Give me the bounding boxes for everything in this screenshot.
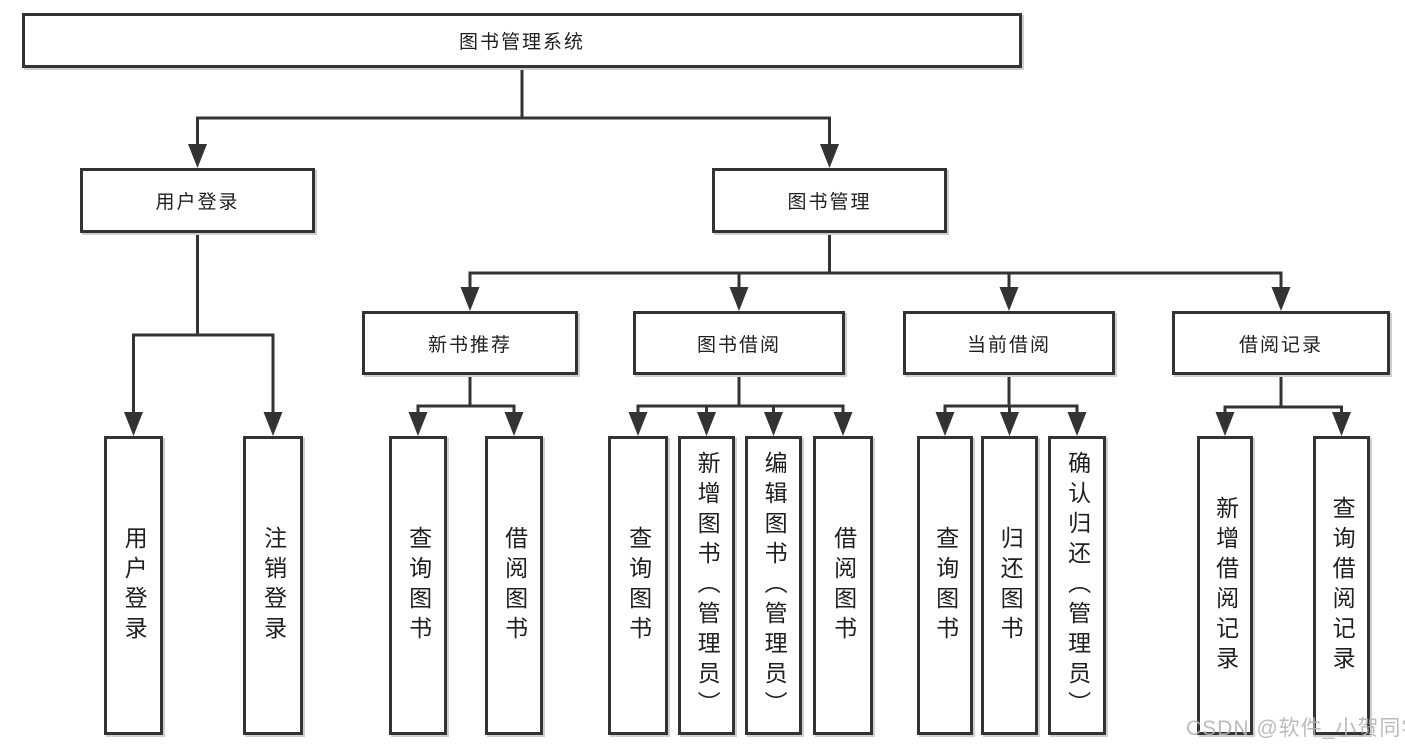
leaf-query-borrow-record-label: 查询借阅记录 [1329, 495, 1356, 676]
arrowhead [935, 412, 955, 436]
leaf-add-books-admin: 新增图书（管理员） [678, 436, 735, 735]
arrowhead [504, 412, 524, 436]
connector-current-borrowing-to-leaves [935, 375, 1087, 436]
node-user-login-label: 用户登录 [155, 192, 240, 213]
node-root: 图书管理系统 [22, 13, 1022, 68]
connector-book-borrowing-to-leaves [628, 375, 853, 436]
arrowhead [188, 144, 207, 168]
arrowhead [1000, 412, 1019, 436]
leaf-query-borrow-record: 查询借阅记录 [1313, 436, 1370, 735]
leaf-edit-books-admin-label: 编辑图书（管理员） [761, 450, 788, 721]
node-borrowing-records: 借阅记录 [1172, 311, 1390, 375]
arrowhead [1215, 412, 1235, 436]
arrowhead [729, 287, 749, 311]
arrowhead [820, 144, 839, 168]
connector-borrowing-records-to-leaves [1215, 375, 1351, 436]
connector-book-management-to-level2 [460, 233, 1291, 311]
node-new-book-recommend-label: 新书推荐 [427, 334, 512, 356]
node-book-management-label: 图书管理 [787, 192, 872, 213]
node-borrowing-records-label: 借阅记录 [1238, 334, 1323, 356]
leaf-user-login-label: 用户登录 [121, 525, 148, 646]
arrowhead [697, 412, 716, 436]
leaf-user-login: 用户登录 [104, 436, 163, 735]
arrowhead [124, 412, 143, 436]
connector-user-login-to-leaves [124, 233, 283, 436]
leaf-borrow-books-recommend-label: 借阅图书 [501, 525, 528, 646]
leaf-add-books-admin-label: 新增图书（管理员） [694, 450, 721, 721]
leaf-add-borrow-record: 新增借阅记录 [1197, 436, 1253, 735]
node-book-management: 图书管理 [712, 168, 947, 233]
arrowhead [628, 412, 648, 436]
leaf-borrow-books-label: 借阅图书 [830, 525, 857, 646]
node-root-label: 图书管理系统 [458, 32, 585, 53]
leaf-borrow-books-recommend: 借阅图书 [485, 436, 543, 735]
leaf-query-books-recommend-label: 查询图书 [405, 525, 432, 646]
arrowhead [460, 287, 480, 311]
node-book-borrowing: 图书借阅 [633, 311, 845, 375]
node-current-borrowing-label: 当前借阅 [966, 334, 1051, 356]
leaf-logout-label: 注销登录 [260, 525, 287, 646]
watermark-text: CSDN @软件_小贺同学 [1186, 717, 1405, 740]
connector-root-to-level1 [188, 68, 839, 168]
leaf-query-books-borrowing-label: 查询图书 [625, 525, 652, 646]
node-user-login: 用户登录 [80, 168, 315, 233]
arrowhead [1332, 412, 1351, 436]
arrowhead [1271, 287, 1291, 311]
leaf-borrow-books: 借阅图书 [813, 436, 873, 735]
arrowhead [1067, 412, 1087, 436]
node-current-borrowing: 当前借阅 [903, 311, 1115, 375]
arrowhead [999, 287, 1019, 311]
leaf-query-books-current-label: 查询图书 [932, 525, 959, 646]
leaf-query-books-borrowing: 查询图书 [608, 436, 668, 735]
arrowhead [833, 412, 853, 436]
leaf-query-books-recommend: 查询图书 [389, 436, 447, 735]
node-new-book-recommend: 新书推荐 [362, 311, 578, 375]
leaf-logout: 注销登录 [243, 436, 303, 735]
leaf-confirm-return-admin-label: 确认归还（管理员） [1064, 450, 1091, 721]
arrowhead [263, 412, 283, 436]
leaf-add-borrow-record-label: 新增借阅记录 [1212, 495, 1239, 676]
leaf-return-books: 归还图书 [981, 436, 1038, 735]
leaf-edit-books-admin: 编辑图书（管理员） [745, 436, 802, 735]
leaf-return-books-label: 归还图书 [997, 525, 1024, 646]
arrowhead [764, 412, 783, 436]
node-book-borrowing-label: 图书借阅 [696, 334, 781, 356]
leaf-query-books-current: 查询图书 [917, 436, 973, 735]
leaf-confirm-return-admin: 确认归还（管理员） [1048, 436, 1106, 735]
connector-new-book-recommend-to-leaves [408, 375, 524, 436]
arrowhead [408, 412, 428, 436]
